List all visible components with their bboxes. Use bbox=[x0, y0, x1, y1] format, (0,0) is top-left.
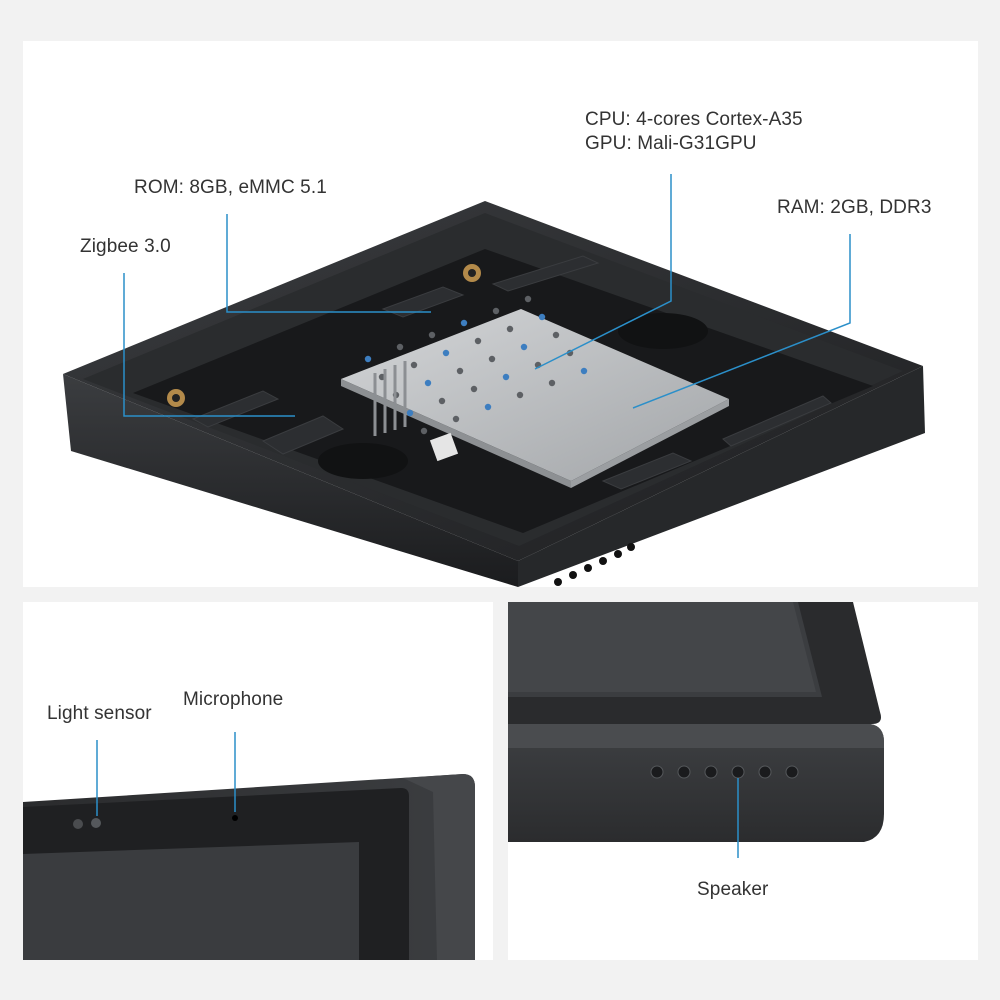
bezel-edge bbox=[403, 774, 475, 960]
shield-hole bbox=[516, 391, 524, 399]
rf-shield-edge-2 bbox=[571, 399, 729, 488]
device-side-illustration bbox=[508, 602, 884, 858]
microphone-label: Microphone bbox=[183, 689, 284, 710]
light-sensor-dot-1 bbox=[73, 819, 83, 829]
shield-hole bbox=[420, 427, 428, 435]
shield-hole bbox=[552, 331, 560, 339]
shield-hole bbox=[424, 379, 432, 387]
shield-hole bbox=[438, 397, 446, 405]
ram-leader bbox=[632, 234, 851, 409]
mounting-holes bbox=[167, 264, 481, 407]
shield-hole bbox=[442, 349, 450, 357]
cpu-label: CPU: 4-cores Cortex-A35 bbox=[585, 109, 803, 130]
rf-shield bbox=[341, 309, 729, 481]
pcb-components bbox=[191, 255, 832, 490]
display-screen bbox=[23, 842, 359, 960]
internal-board-panel: CPU: 4-cores Cortex-A35 GPU: Mali-G31GPU… bbox=[23, 41, 978, 587]
shield-hole bbox=[452, 415, 460, 423]
housing-side-left bbox=[63, 374, 518, 587]
light-sensor-label: Light sensor bbox=[47, 703, 152, 724]
shield-hole bbox=[580, 367, 588, 375]
shield-hole bbox=[474, 337, 482, 345]
white-connector bbox=[429, 432, 459, 462]
zigbee-leader bbox=[123, 273, 295, 417]
cpu-leader bbox=[534, 174, 672, 370]
shield-hole bbox=[428, 331, 436, 339]
shield-hole bbox=[548, 379, 556, 387]
shield-hole bbox=[502, 373, 510, 381]
shield-hole bbox=[396, 343, 404, 351]
rom-leader bbox=[226, 214, 431, 313]
shield-hole bbox=[456, 367, 464, 375]
device-side-body bbox=[508, 724, 884, 842]
shield-hole bbox=[470, 385, 478, 393]
ram-label: RAM: 2GB, DDR3 bbox=[777, 197, 932, 218]
shield-hole bbox=[364, 355, 372, 363]
shield-hole bbox=[492, 307, 500, 315]
cpu-gpu-label: CPU: 4-cores Cortex-A35 GPU: Mali-G31GPU bbox=[585, 108, 803, 156]
shield-hole bbox=[520, 343, 528, 351]
speaker-panel: Speaker bbox=[508, 602, 978, 960]
side-edge-highlight bbox=[508, 724, 884, 748]
shield-hole bbox=[488, 355, 496, 363]
rom-label: ROM: 8GB, eMMC 5.1 bbox=[134, 177, 327, 198]
zigbee-label: Zigbee 3.0 bbox=[80, 236, 171, 257]
sensor-panel: Light sensor Microphone bbox=[23, 602, 493, 960]
shield-hole bbox=[506, 325, 514, 333]
shield-hole bbox=[538, 313, 546, 321]
speaker-recess bbox=[318, 443, 408, 479]
speaker-holes bbox=[650, 765, 799, 779]
pin-header bbox=[373, 361, 407, 436]
shield-hole bbox=[484, 403, 492, 411]
front-speaker-holes bbox=[554, 543, 635, 586]
leader-lines bbox=[123, 174, 851, 417]
display-inner bbox=[508, 602, 816, 692]
light-sensor-dot-2 bbox=[91, 818, 101, 828]
shield-hole bbox=[406, 409, 414, 417]
device-internal-illustration bbox=[63, 174, 925, 587]
microphone-hole bbox=[232, 815, 238, 821]
shield-hole bbox=[460, 319, 468, 327]
gpu-label: GPU: Mali-G31GPU bbox=[585, 133, 757, 154]
speaker-label: Speaker bbox=[697, 879, 769, 900]
shield-hole bbox=[524, 295, 532, 303]
housing-side-right bbox=[518, 366, 925, 587]
speaker-recess-2 bbox=[618, 313, 708, 349]
rf-shield-edge bbox=[341, 379, 571, 488]
device-front-corner-illustration bbox=[23, 732, 475, 960]
shield-hole bbox=[410, 361, 418, 369]
